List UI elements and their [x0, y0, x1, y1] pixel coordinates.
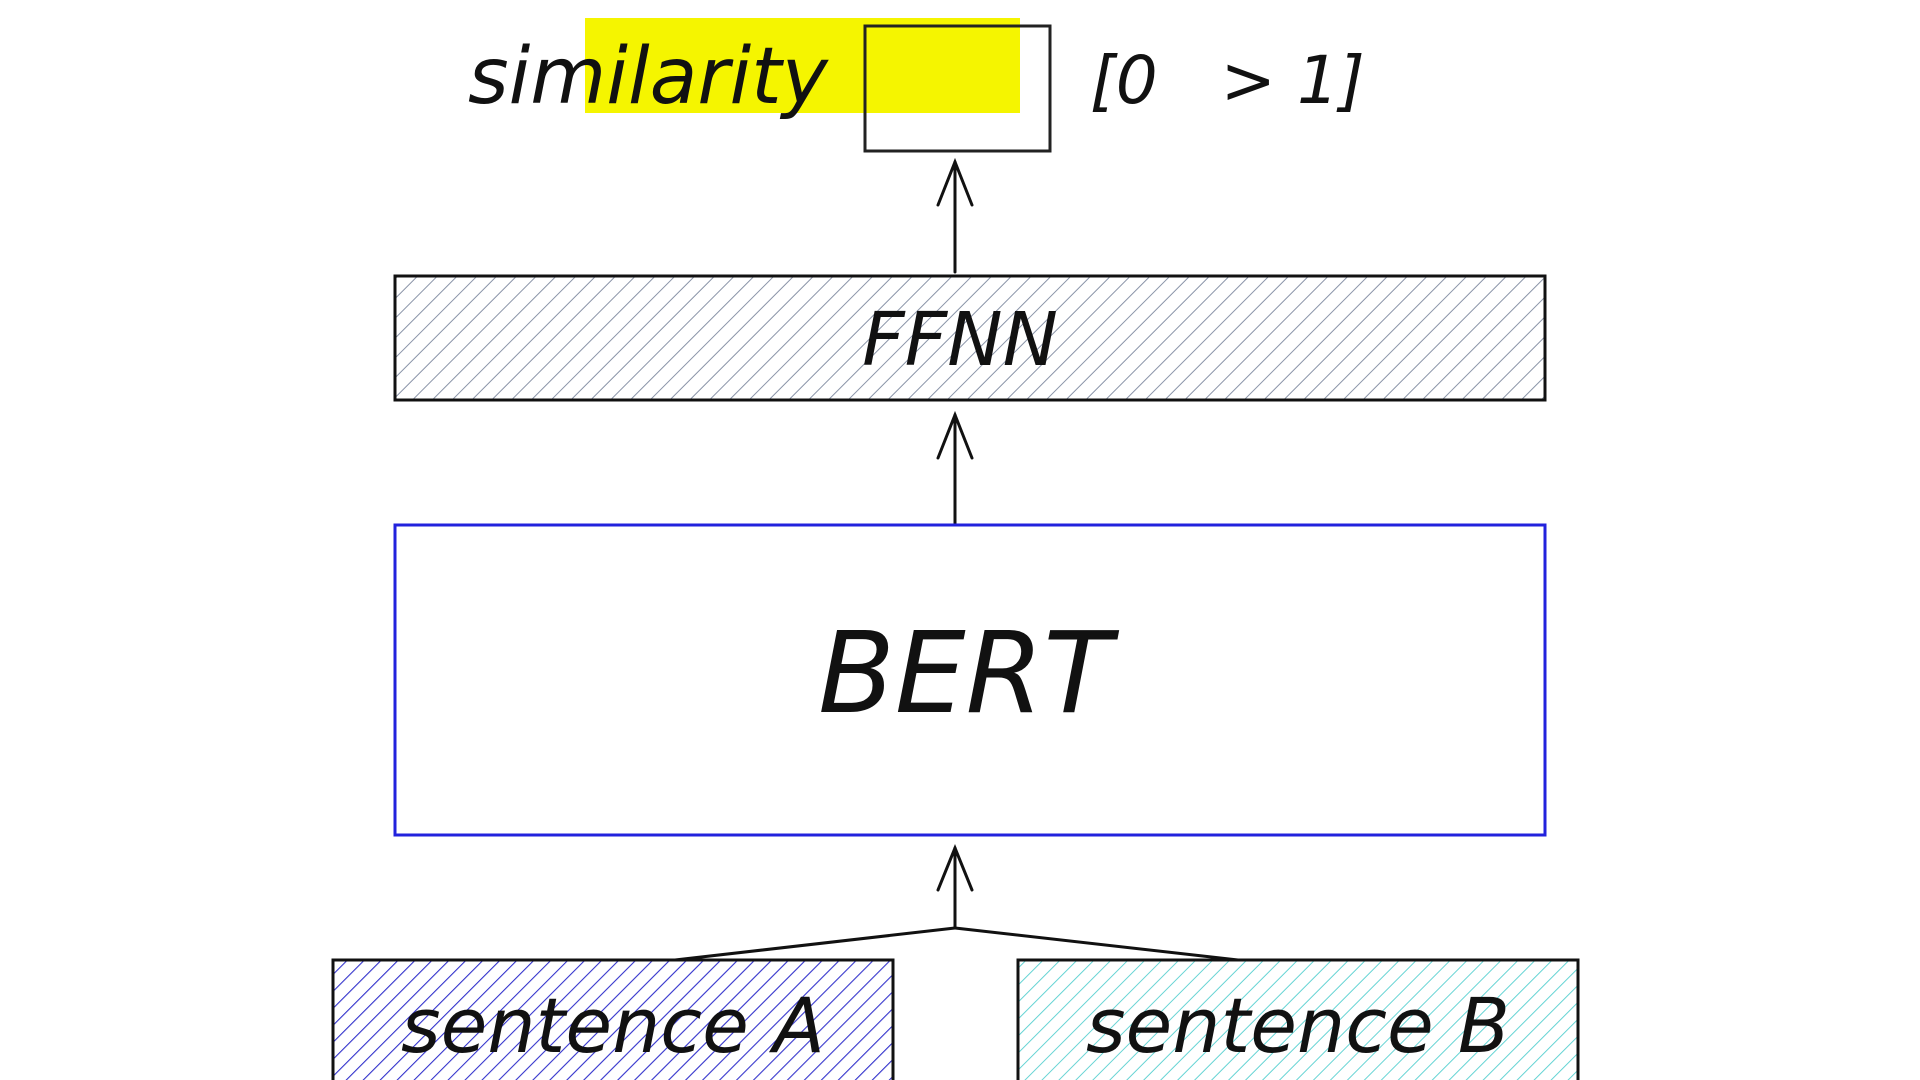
arrow-inputs-to-bert	[673, 844, 1240, 962]
ffnn-box	[393, 274, 1547, 402]
arrow-ffnn-to-output	[936, 157, 974, 274]
arrow-bert-to-ffnn	[936, 410, 974, 527]
output-range: [0 > 1]	[1090, 42, 1365, 119]
similarity-highlight	[585, 18, 1020, 113]
bert-label: BERT	[818, 609, 1119, 739]
similarity-label: similarity	[468, 32, 830, 122]
sentence-b-label: sentence B	[1086, 981, 1510, 1070]
bert-box	[393, 523, 1547, 837]
output-box	[863, 24, 1052, 153]
sentence-a-label: sentence A	[401, 981, 825, 1070]
sentence-b-box	[1016, 958, 1580, 1080]
sentence-a-box	[331, 958, 895, 1080]
ffnn-label: FFNN	[862, 297, 1058, 383]
